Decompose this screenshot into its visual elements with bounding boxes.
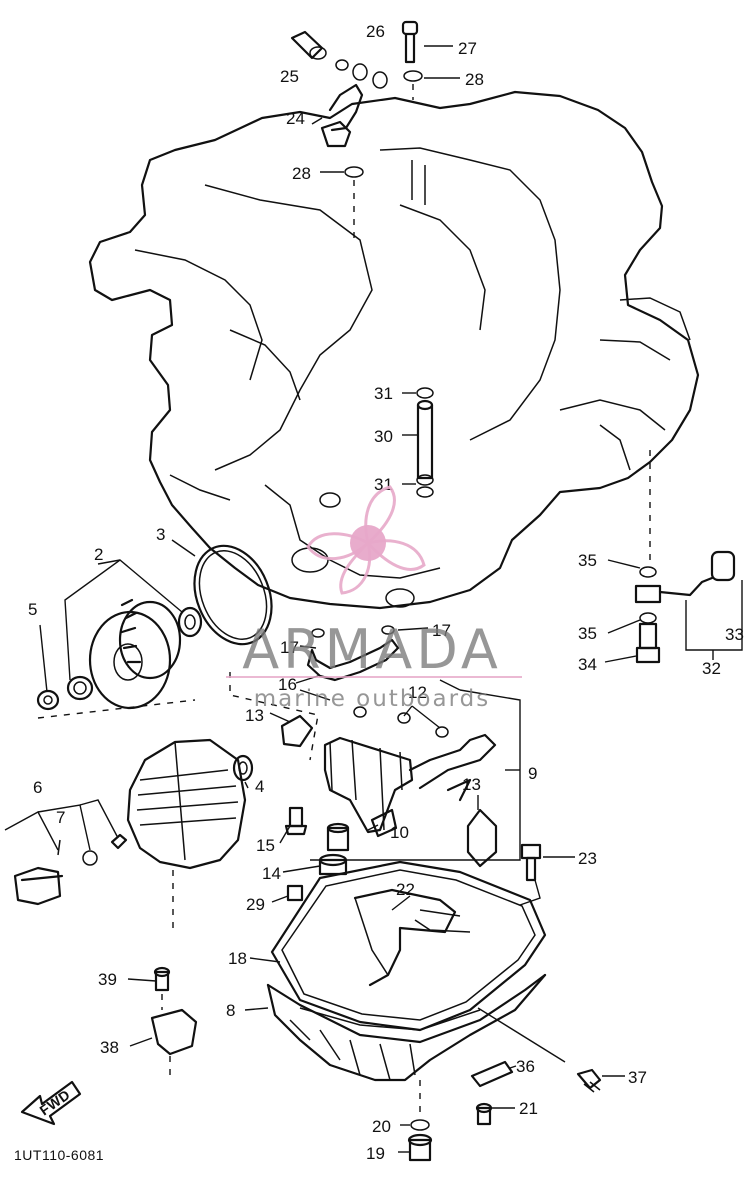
- oil-filter-assembly: [36, 539, 273, 719]
- callout-35-upper: 35: [578, 551, 597, 570]
- callout-13-right: 13: [462, 775, 481, 794]
- callout-24: 24: [286, 109, 305, 128]
- callout-39: 39: [98, 970, 117, 989]
- callout-9: 9: [528, 764, 537, 783]
- callout-18: 18: [228, 949, 247, 968]
- callout-38: 38: [100, 1038, 119, 1057]
- callout-13-left: 13: [245, 706, 264, 725]
- callout-19: 19: [366, 1144, 385, 1163]
- callout-21: 21: [519, 1099, 538, 1118]
- watermark-subtitle: marine outboards: [254, 686, 490, 712]
- callout-15: 15: [256, 836, 275, 855]
- oil-cooler-assembly: [4, 738, 254, 930]
- callout-10: 10: [390, 823, 409, 842]
- oil-pan-assembly: [266, 843, 602, 1162]
- callout-34: 34: [578, 655, 597, 674]
- callout-7: 7: [56, 808, 65, 827]
- callout-4: 4: [255, 777, 264, 796]
- oil-pump-assembly: [229, 625, 521, 902]
- callout-31-bottom: 31: [374, 475, 393, 494]
- callout-25: 25: [280, 67, 299, 86]
- callout-8: 8: [226, 1001, 235, 1020]
- callout-30: 30: [374, 427, 393, 446]
- breather-parts: [290, 20, 423, 240]
- callout-26: 26: [366, 22, 385, 41]
- forward-arrow-icon: FWD: [20, 1080, 82, 1126]
- callout-3: 3: [156, 525, 165, 544]
- callout-28-top: 28: [465, 70, 484, 89]
- callout-16: 16: [278, 675, 297, 694]
- callout-numbers: 25 26 27 28 24 28 31 30 31 3 2 5 35 35 3…: [28, 22, 744, 1163]
- drain-plug-assembly: [150, 966, 198, 1080]
- propeller-logo-icon: [306, 485, 426, 595]
- oil-pipe: [416, 387, 434, 498]
- drawing-code: 1UT110-6081: [14, 1147, 104, 1163]
- callout-28-mid: 28: [292, 164, 311, 183]
- crankcase-outline: [88, 90, 700, 610]
- callout-29: 29: [246, 895, 265, 914]
- callout-17-right: 17: [432, 621, 451, 640]
- callout-32: 32: [702, 659, 721, 678]
- callout-17-left: 17: [280, 638, 299, 657]
- callout-31-top: 31: [374, 384, 393, 403]
- callout-27: 27: [458, 39, 477, 58]
- armada-watermark: ARMADA marine outboards: [226, 485, 522, 712]
- watermark-title: ARMADA: [242, 618, 502, 681]
- callout-33: 33: [725, 625, 744, 644]
- callout-35-lower: 35: [578, 624, 597, 643]
- oil-switch-assembly: [634, 450, 743, 664]
- callout-14: 14: [262, 864, 281, 883]
- callout-37: 37: [628, 1068, 647, 1087]
- callout-12: 12: [408, 683, 427, 702]
- callout-23: 23: [578, 849, 597, 868]
- callout-5: 5: [28, 600, 37, 619]
- callout-20: 20: [372, 1117, 391, 1136]
- callout-2: 2: [94, 545, 103, 564]
- callout-36: 36: [516, 1057, 535, 1076]
- callout-6: 6: [33, 778, 42, 797]
- leader-lines: [127, 45, 641, 1153]
- callout-22: 22: [396, 880, 415, 899]
